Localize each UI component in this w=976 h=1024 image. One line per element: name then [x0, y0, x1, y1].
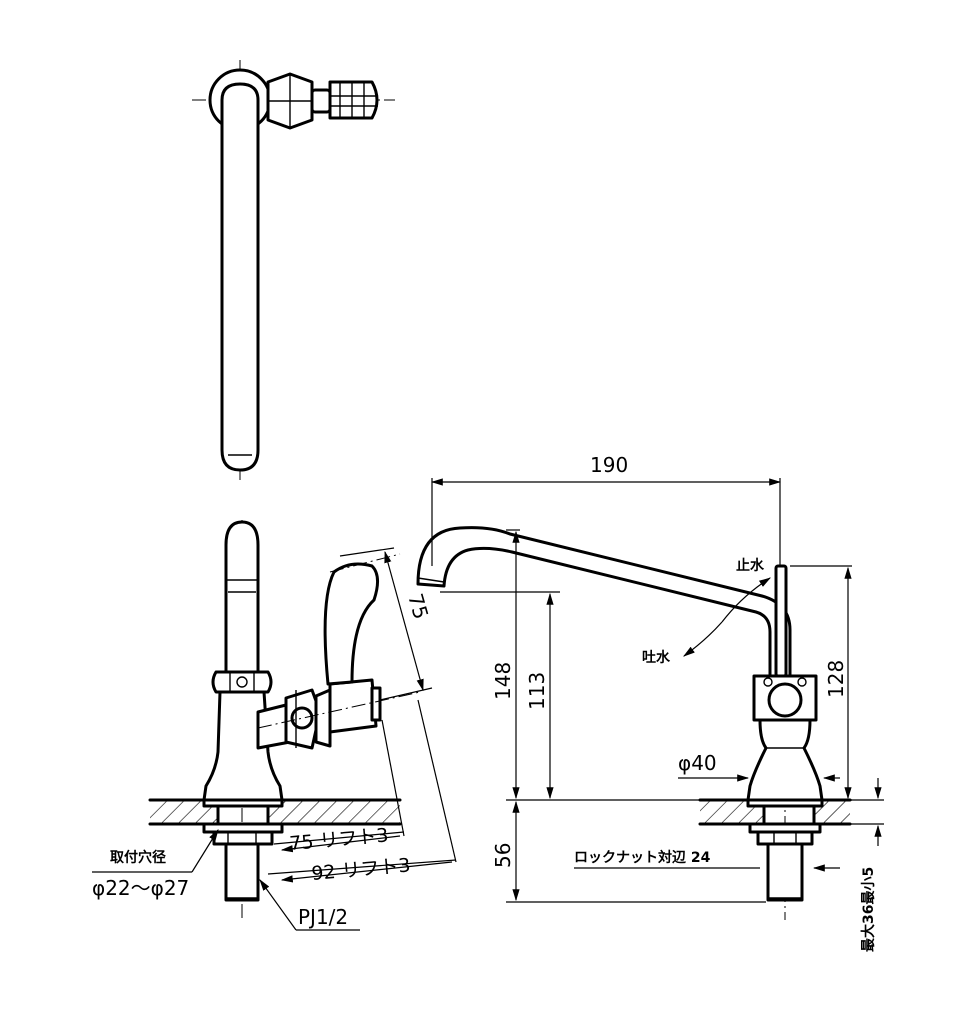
base-diameter-label: φ40: [678, 751, 717, 775]
threaded-shank: [224, 842, 260, 902]
stop-water-label: 止水: [736, 557, 765, 574]
riser-spout: [224, 520, 260, 674]
side-lever: [774, 564, 788, 678]
mount-notes: 取付穴径 φ22～φ27 PJ1/2: [92, 828, 360, 931]
operation-arc: 止水 吐水: [642, 557, 772, 666]
lever-length-label: 75: [403, 591, 433, 622]
lever-height-label: 128: [824, 660, 848, 698]
locknut-note: ロックナット対辺 24: [574, 849, 840, 872]
reach-label: 190: [590, 453, 628, 477]
below-counter-label: 56: [491, 843, 515, 868]
top-view: [192, 60, 395, 480]
right-shank: [766, 842, 804, 902]
counter-thickness-dim: 最大36最小5: [850, 778, 884, 952]
right-body: [746, 718, 824, 802]
side-view-left: [202, 520, 421, 920]
discharge-label: 吐水: [642, 649, 671, 666]
side-view-right: [416, 526, 824, 920]
lift-92-label: 92 リフト3: [311, 854, 412, 885]
lever-length-dim: 75: [339, 547, 433, 701]
handle-nut: [328, 80, 379, 120]
locknut-label: ロックナット対辺 24: [574, 849, 711, 866]
lever-blade: [323, 562, 379, 686]
spout-top: [220, 82, 260, 472]
total-height-label: 148: [491, 662, 515, 700]
reach-dim: 190: [430, 453, 782, 566]
lift-75-label: 75 リフト3: [289, 824, 390, 855]
swing-spout: [416, 526, 792, 678]
counter-thickness-label: 最大36最小5: [860, 867, 877, 952]
lever-height-dim: 128: [790, 565, 852, 801]
base-diameter-dim: φ40: [678, 751, 840, 782]
height-dims: 148 113 56: [440, 529, 766, 903]
spout-height-label: 113: [525, 672, 549, 710]
mount-hole-label: 取付穴径: [110, 849, 166, 866]
mount-hole-range: φ22～φ27: [92, 876, 189, 900]
thread-label: PJ1/2: [298, 905, 348, 929]
lever-hub: [328, 678, 378, 734]
